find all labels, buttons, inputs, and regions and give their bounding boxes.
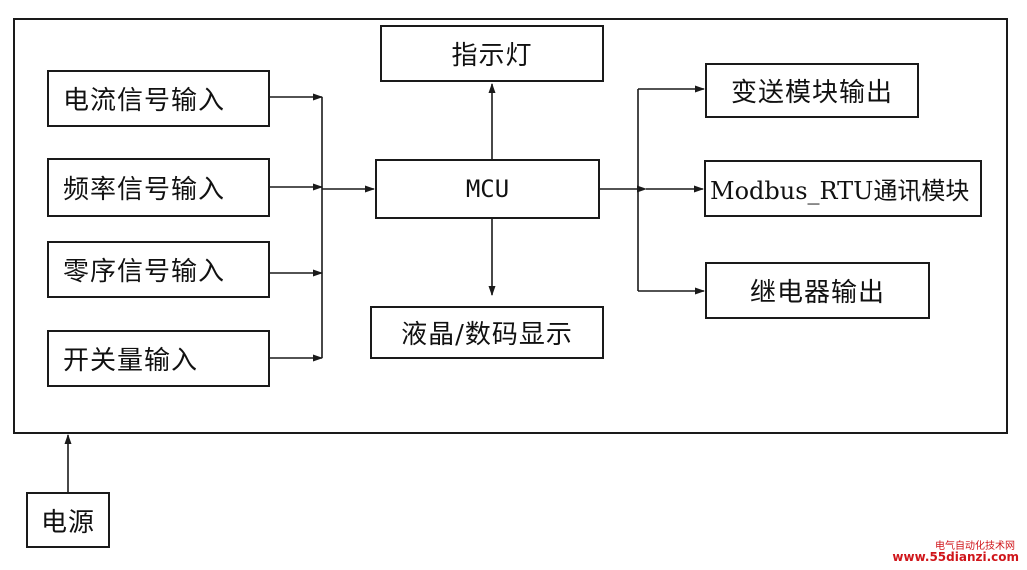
block-modbus-label: Modbus_RTU通讯模块 — [710, 177, 970, 205]
block-display-label: 液晶/数码显示 — [401, 320, 573, 350]
block-mcu: MCU — [375, 159, 600, 219]
block-zero-sequence-input: 零序信号输入 — [47, 241, 270, 298]
block-power-label: 电源 — [40, 507, 95, 538]
watermark-url: www.55dianzi.com — [892, 550, 1019, 564]
watermark-site-name: 电气自动化技术网 — [935, 541, 1015, 552]
block-transmitter-output-label: 变送模块输出 — [730, 78, 893, 108]
block-mcu-label: MCU — [465, 175, 510, 203]
block-display: 液晶/数码显示 — [370, 306, 604, 359]
block-power: 电源 — [26, 492, 110, 548]
block-frequency-input-label: 频率信号输入 — [63, 175, 226, 205]
block-indicator-label: 指示灯 — [451, 41, 533, 71]
block-switch-input-label: 开关量输入 — [63, 346, 199, 376]
block-switch-input: 开关量输入 — [47, 330, 270, 387]
device-enclosure — [13, 18, 1008, 434]
block-zero-sequence-input-label: 零序信号输入 — [63, 257, 226, 287]
block-transmitter-output: 变送模块输出 — [705, 63, 919, 118]
block-relay-output-label: 继电器输出 — [749, 278, 885, 308]
block-modbus: Modbus_RTU通讯模块 — [704, 160, 982, 217]
block-frequency-input: 频率信号输入 — [47, 158, 270, 217]
block-current-input-label: 电流信号输入 — [63, 86, 226, 116]
block-current-input: 电流信号输入 — [47, 70, 270, 127]
block-indicator: 指示灯 — [380, 25, 604, 82]
block-relay-output: 继电器输出 — [705, 262, 930, 319]
